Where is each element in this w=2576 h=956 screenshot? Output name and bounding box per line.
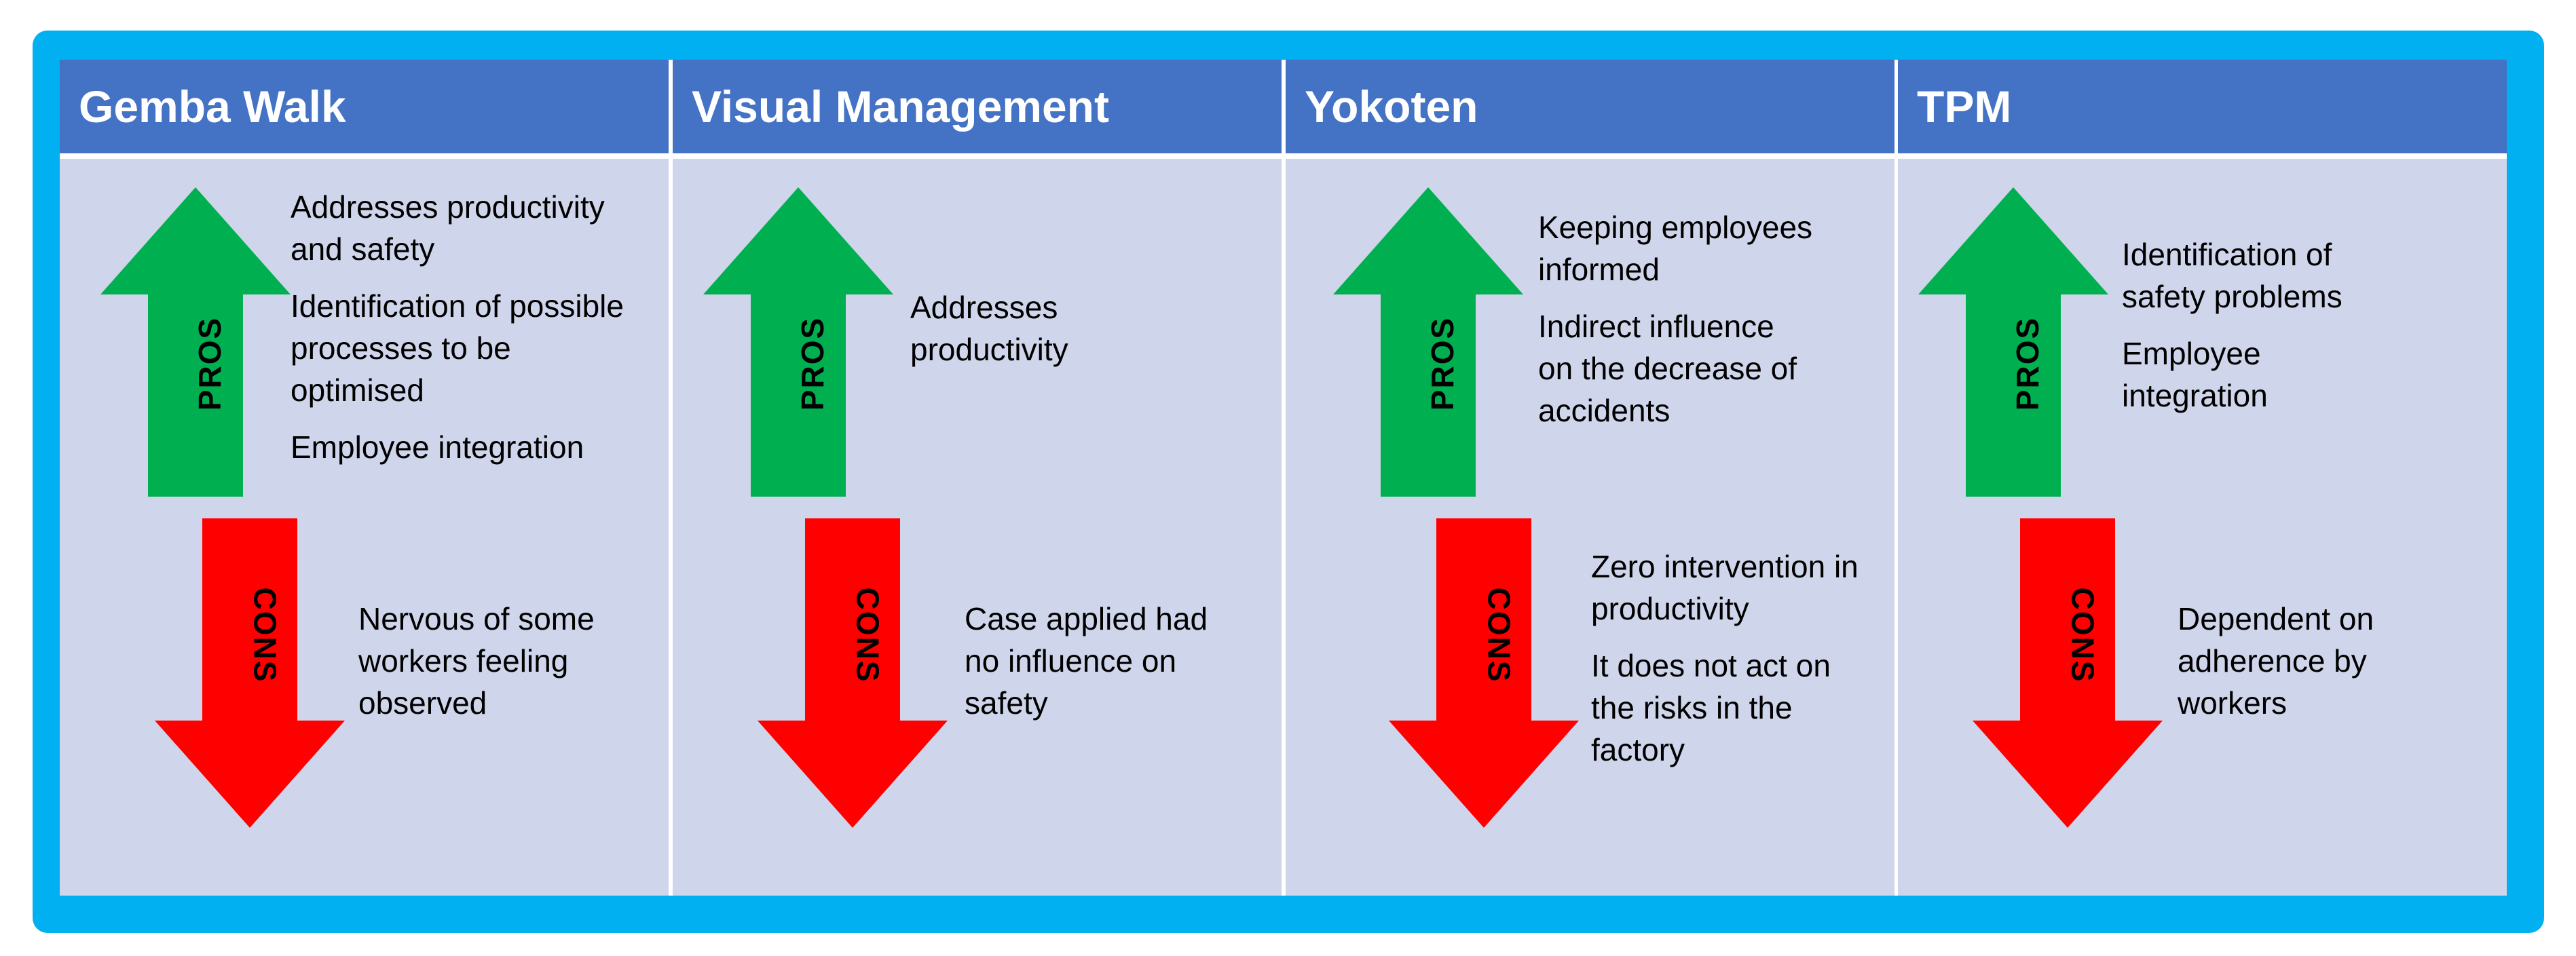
red-down-arrow-icon — [1389, 518, 1579, 828]
comparison-board: Gemba Walk PROS CONS Addresses productiv… — [60, 60, 2507, 896]
pros-item: Indirect influence on the decrease of ac… — [1538, 309, 1797, 428]
pros-item: Keeping employees informed — [1538, 210, 1813, 287]
cons-label: CONS — [247, 587, 283, 683]
cons-list: Nervous of some workers feeling observed — [358, 598, 657, 739]
green-up-arrow-icon — [1333, 187, 1523, 497]
pros-label: PROS — [2010, 316, 2046, 411]
green-up-arrow-icon — [1918, 187, 2108, 497]
cons-item: Nervous of some workers feeling observed — [358, 601, 595, 721]
green-up-arrow-icon — [703, 187, 893, 497]
cons-list: Case applied had no influence on safety — [965, 598, 1263, 739]
column-visual-management: Visual Management PROS CONS Addresses pr… — [673, 60, 1282, 896]
pros-list: Addresses productivity and safety Identi… — [291, 186, 657, 483]
pros-list: Keeping employees informed Indirect infl… — [1538, 206, 1878, 446]
pros-label: PROS — [1425, 316, 1461, 411]
column-gemba-walk: Gemba Walk PROS CONS Addresses productiv… — [60, 60, 669, 896]
pros-item: Identification of possible processes to … — [291, 288, 624, 408]
pros-item: Addresses productivity — [910, 290, 1068, 367]
cons-label: CONS — [1481, 587, 1517, 683]
cons-list: Zero intervention in productivity It doe… — [1591, 546, 1890, 786]
cons-item: Zero intervention in productivity — [1591, 549, 1859, 626]
column-body: PROS CONS Identification of safety probl… — [1898, 159, 2507, 896]
column-title: Visual Management — [673, 60, 1282, 153]
cons-label: CONS — [2065, 587, 2101, 683]
pros-item: Employee integration — [291, 429, 584, 465]
column-yokoten: Yokoten PROS CONS Keeping employees info… — [1286, 60, 1894, 896]
pros-item: Addresses productivity and safety — [291, 189, 605, 267]
pros-label: PROS — [192, 316, 228, 411]
column-title: Yokoten — [1286, 60, 1894, 153]
red-down-arrow-icon — [758, 518, 948, 828]
pros-item: Employee integration — [2122, 336, 2268, 413]
cons-item: Case applied had no influence on safety — [965, 601, 1208, 721]
pros-list: Addresses productivity — [910, 286, 1263, 385]
cons-list: Dependent on adherence by workers — [2178, 598, 2490, 739]
pros-label: PROS — [795, 316, 831, 411]
column-title: Gemba Walk — [60, 60, 669, 153]
column-body: PROS CONS Addresses productivity and saf… — [60, 159, 669, 896]
red-down-arrow-icon — [155, 518, 345, 828]
column-tpm: TPM PROS CONS Identification of safety p… — [1898, 60, 2507, 896]
cons-item: It does not act on the risks in the fact… — [1591, 648, 1831, 767]
cons-item: Dependent on adherence by workers — [2178, 601, 2374, 721]
red-down-arrow-icon — [1973, 518, 2163, 828]
column-body: PROS CONS Addresses productivity Case ap… — [673, 159, 1282, 896]
cons-label: CONS — [850, 587, 886, 683]
green-up-arrow-icon — [100, 187, 291, 497]
column-title: TPM — [1898, 60, 2507, 153]
pros-list: Identification of safety problems Employ… — [2122, 233, 2488, 432]
column-body: PROS CONS Keeping employees informed Ind… — [1286, 159, 1894, 896]
pros-item: Identification of safety problems — [2122, 237, 2342, 314]
